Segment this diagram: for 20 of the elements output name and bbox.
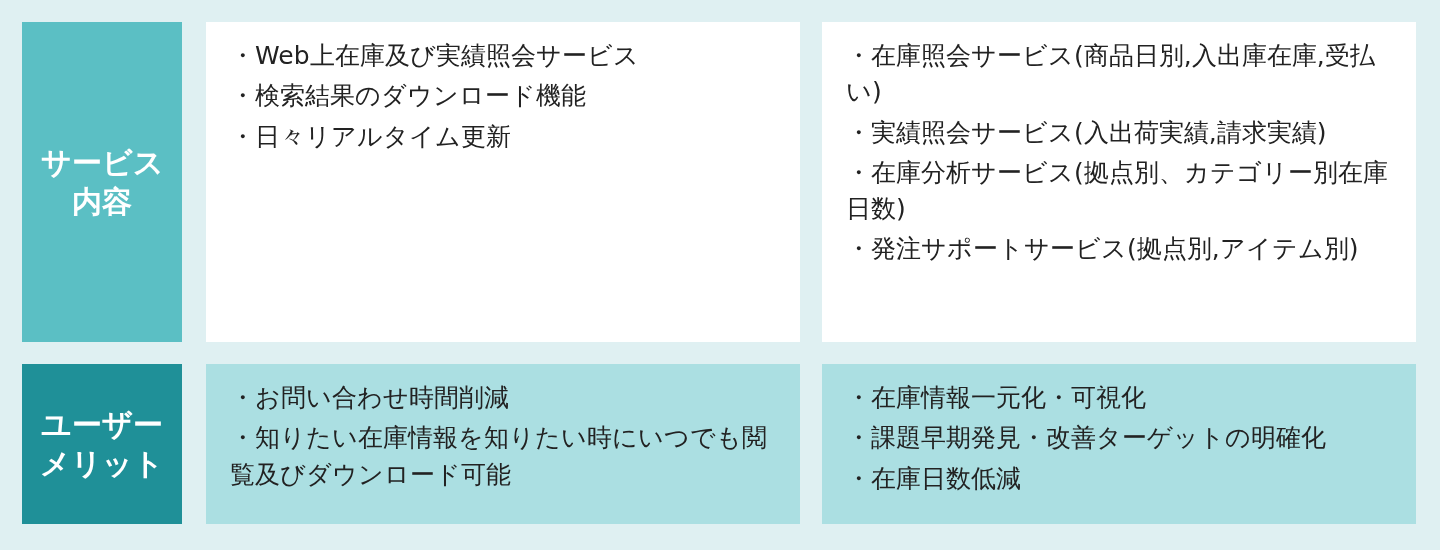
- table-cell: [206, 22, 800, 342]
- bullet-item: ・Web上在庫及び実績照会サービス: [230, 40, 640, 72]
- table-cell: [206, 364, 800, 524]
- bullet-item: ・課題早期発見・改善ターゲットの明確化: [846, 422, 1327, 455]
- bullet-item: ・在庫分析サービス(拠点別、カテゴリー別在庫日数): [846, 156, 1389, 225]
- bullet-item: ・実績照会サービス(入出荷実績,請求実績): [846, 116, 1328, 149]
- table-cell: [822, 364, 1416, 524]
- header-text: サービス内容: [40, 144, 164, 221]
- bullet-item: ・発注サポートサービス(拠点別,アイテム別): [846, 233, 1360, 266]
- row-header: [22, 364, 182, 524]
- row-header: [22, 22, 182, 342]
- bullet-item: ・在庫情報一元化・可視化: [846, 382, 1147, 414]
- table-cell: [822, 22, 1416, 342]
- bullet-item: ・在庫照会サービス(商品日別,入出庫在庫,受払い): [846, 40, 1376, 109]
- header-text: ユーザーメリット: [40, 406, 164, 483]
- bullet-item: ・検索結果のダウンロード機能: [230, 80, 587, 113]
- bullet-item: ・在庫日数低減: [846, 462, 1022, 495]
- bullet-item: ・お問い合わせ時間削減: [230, 382, 510, 414]
- bullet-item: ・知りたい在庫情報を知りたい時にいつでも閲覧及びダウンロード可能: [230, 422, 768, 491]
- bullet-item: ・日々リアルタイム更新: [230, 120, 512, 153]
